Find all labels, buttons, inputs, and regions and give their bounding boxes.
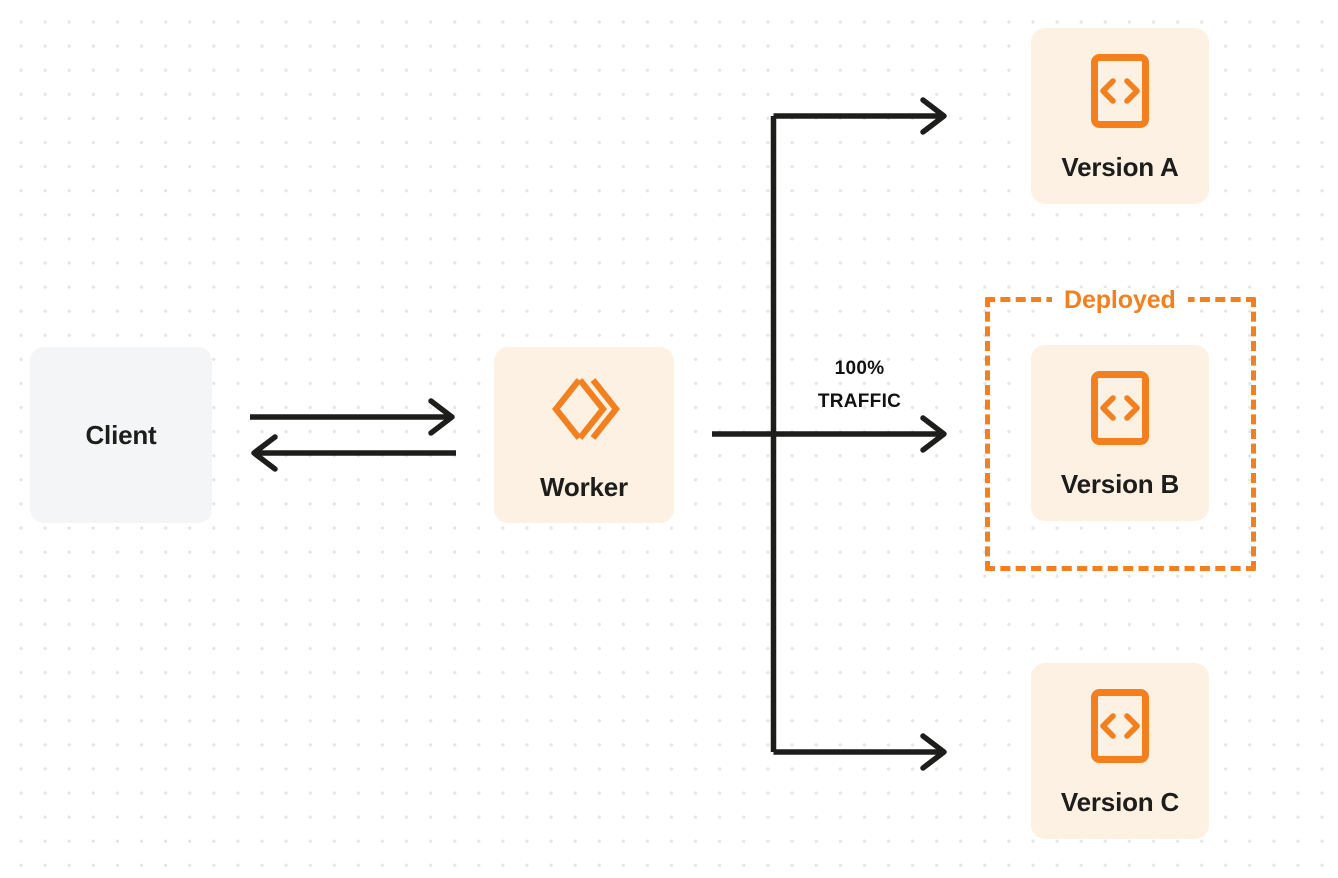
code-document-icon [1090,53,1150,134]
arrow-worker-to-version-b [712,415,947,453]
arrow-worker-to-version-a [773,97,947,135]
node-version-a-label: Version A [1061,151,1179,182]
arrow-client-to-worker [250,398,455,436]
node-version-c[interactable]: Version C [1031,663,1209,839]
code-document-icon [1090,688,1150,769]
arrow-worker-to-client [251,434,456,472]
traffic-caption: TRAFFIC [817,391,902,413]
node-worker[interactable]: Worker [494,347,674,523]
cloudflare-workers-logo-icon [546,371,622,452]
node-version-b-label: Version B [1060,468,1180,499]
node-version-a[interactable]: Version A [1031,28,1209,204]
node-worker-label: Worker [540,471,628,502]
deployed-group-title: Deployed [1052,288,1188,313]
traffic-percent: 100% [834,358,885,379]
traffic-label: 100% TRAFFIC [782,352,937,419]
node-client-label: Client [85,420,157,450]
code-document-icon [1090,370,1150,451]
arrow-worker-to-version-c [773,733,947,771]
node-client[interactable]: Client [30,347,212,523]
node-version-c-label: Version C [1060,786,1180,817]
node-version-b[interactable]: Version B [1031,345,1209,521]
